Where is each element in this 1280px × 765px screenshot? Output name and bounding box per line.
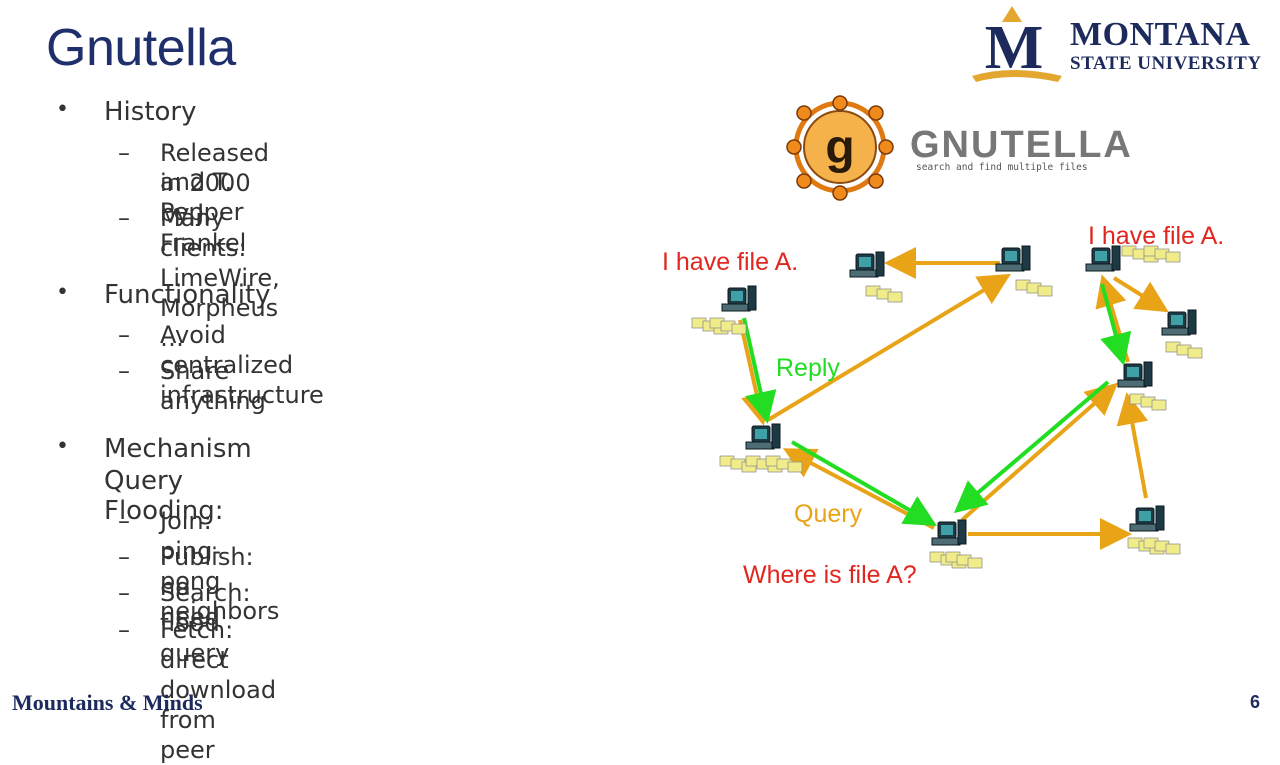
- bullet-mechanism: •Mechanism: [56, 434, 252, 464]
- bullet-dot: •: [56, 97, 69, 122]
- slide-title: Gnutella: [46, 19, 236, 77]
- label-where-is-file: Where is file A?: [743, 561, 917, 589]
- bullet-functionality: •Functionality: [56, 280, 271, 310]
- reply-arrow: [790, 440, 937, 527]
- query-arrow: [738, 319, 773, 426]
- reply-arrow: [1100, 283, 1132, 366]
- logo-line2: STATE UNIVERSITY: [1070, 53, 1262, 74]
- logo-line1: MONTANA: [1070, 16, 1251, 53]
- logo-mark: M: [985, 14, 1044, 82]
- peer-computer: [929, 519, 983, 569]
- query-arrow: [1112, 276, 1169, 313]
- sub-bullet: –Released in 2000 by J. Frankel: [118, 139, 270, 257]
- sub-bullet: –Join: ping-pong neighbors: [118, 507, 280, 625]
- label-query: Query: [794, 500, 863, 528]
- montana-state-logo: M: [972, 6, 1062, 82]
- gnutella-logo: g GNUTELLA search and find multiple file…: [786, 95, 1133, 201]
- page-number: 6: [1250, 692, 1261, 712]
- gnutella-tagline: search and find multiple files: [916, 162, 1088, 173]
- query-arrow: [1116, 392, 1149, 499]
- query-arrow: [1095, 274, 1130, 363]
- bullet-history: • History: [56, 97, 197, 127]
- mechanism-subheading: Query Flooding:: [104, 466, 224, 526]
- peer-computer: [1127, 505, 1181, 555]
- query-arrow: [766, 273, 1011, 422]
- reply-arrow: [742, 317, 777, 424]
- peer-computer: [719, 423, 803, 473]
- peer-computer: [849, 251, 903, 303]
- sub-bullet: –Share anything: [118, 357, 266, 415]
- label-reply: Reply: [776, 354, 840, 382]
- peer-computer: [995, 245, 1053, 297]
- reply-arrow: [953, 380, 1110, 514]
- peer-computer: [1117, 361, 1167, 411]
- footer-tagline: Mountains & Minds: [12, 690, 203, 715]
- label-have-file-right: I have file A.: [1088, 222, 1225, 250]
- network-diagram: [691, 245, 1203, 569]
- query-arrow: [960, 382, 1119, 522]
- sub-bullet: –Many clients: LimeWire, Morpheus …: [118, 204, 280, 352]
- gnutella-logo-letter: g: [825, 121, 854, 174]
- gnutella-wordmark: GNUTELLA: [910, 124, 1133, 166]
- sub-bullet-continuation: and T. Pepper: [160, 168, 244, 226]
- peer-computer: [1161, 309, 1203, 359]
- sub-bullet: –Avoid centralized infrastructure: [118, 321, 324, 409]
- sub-bullet: –Publish: no need: [118, 543, 254, 631]
- label-have-file-left: I have file A.: [662, 248, 799, 276]
- sub-bullet: –Search: flood query: [118, 579, 251, 667]
